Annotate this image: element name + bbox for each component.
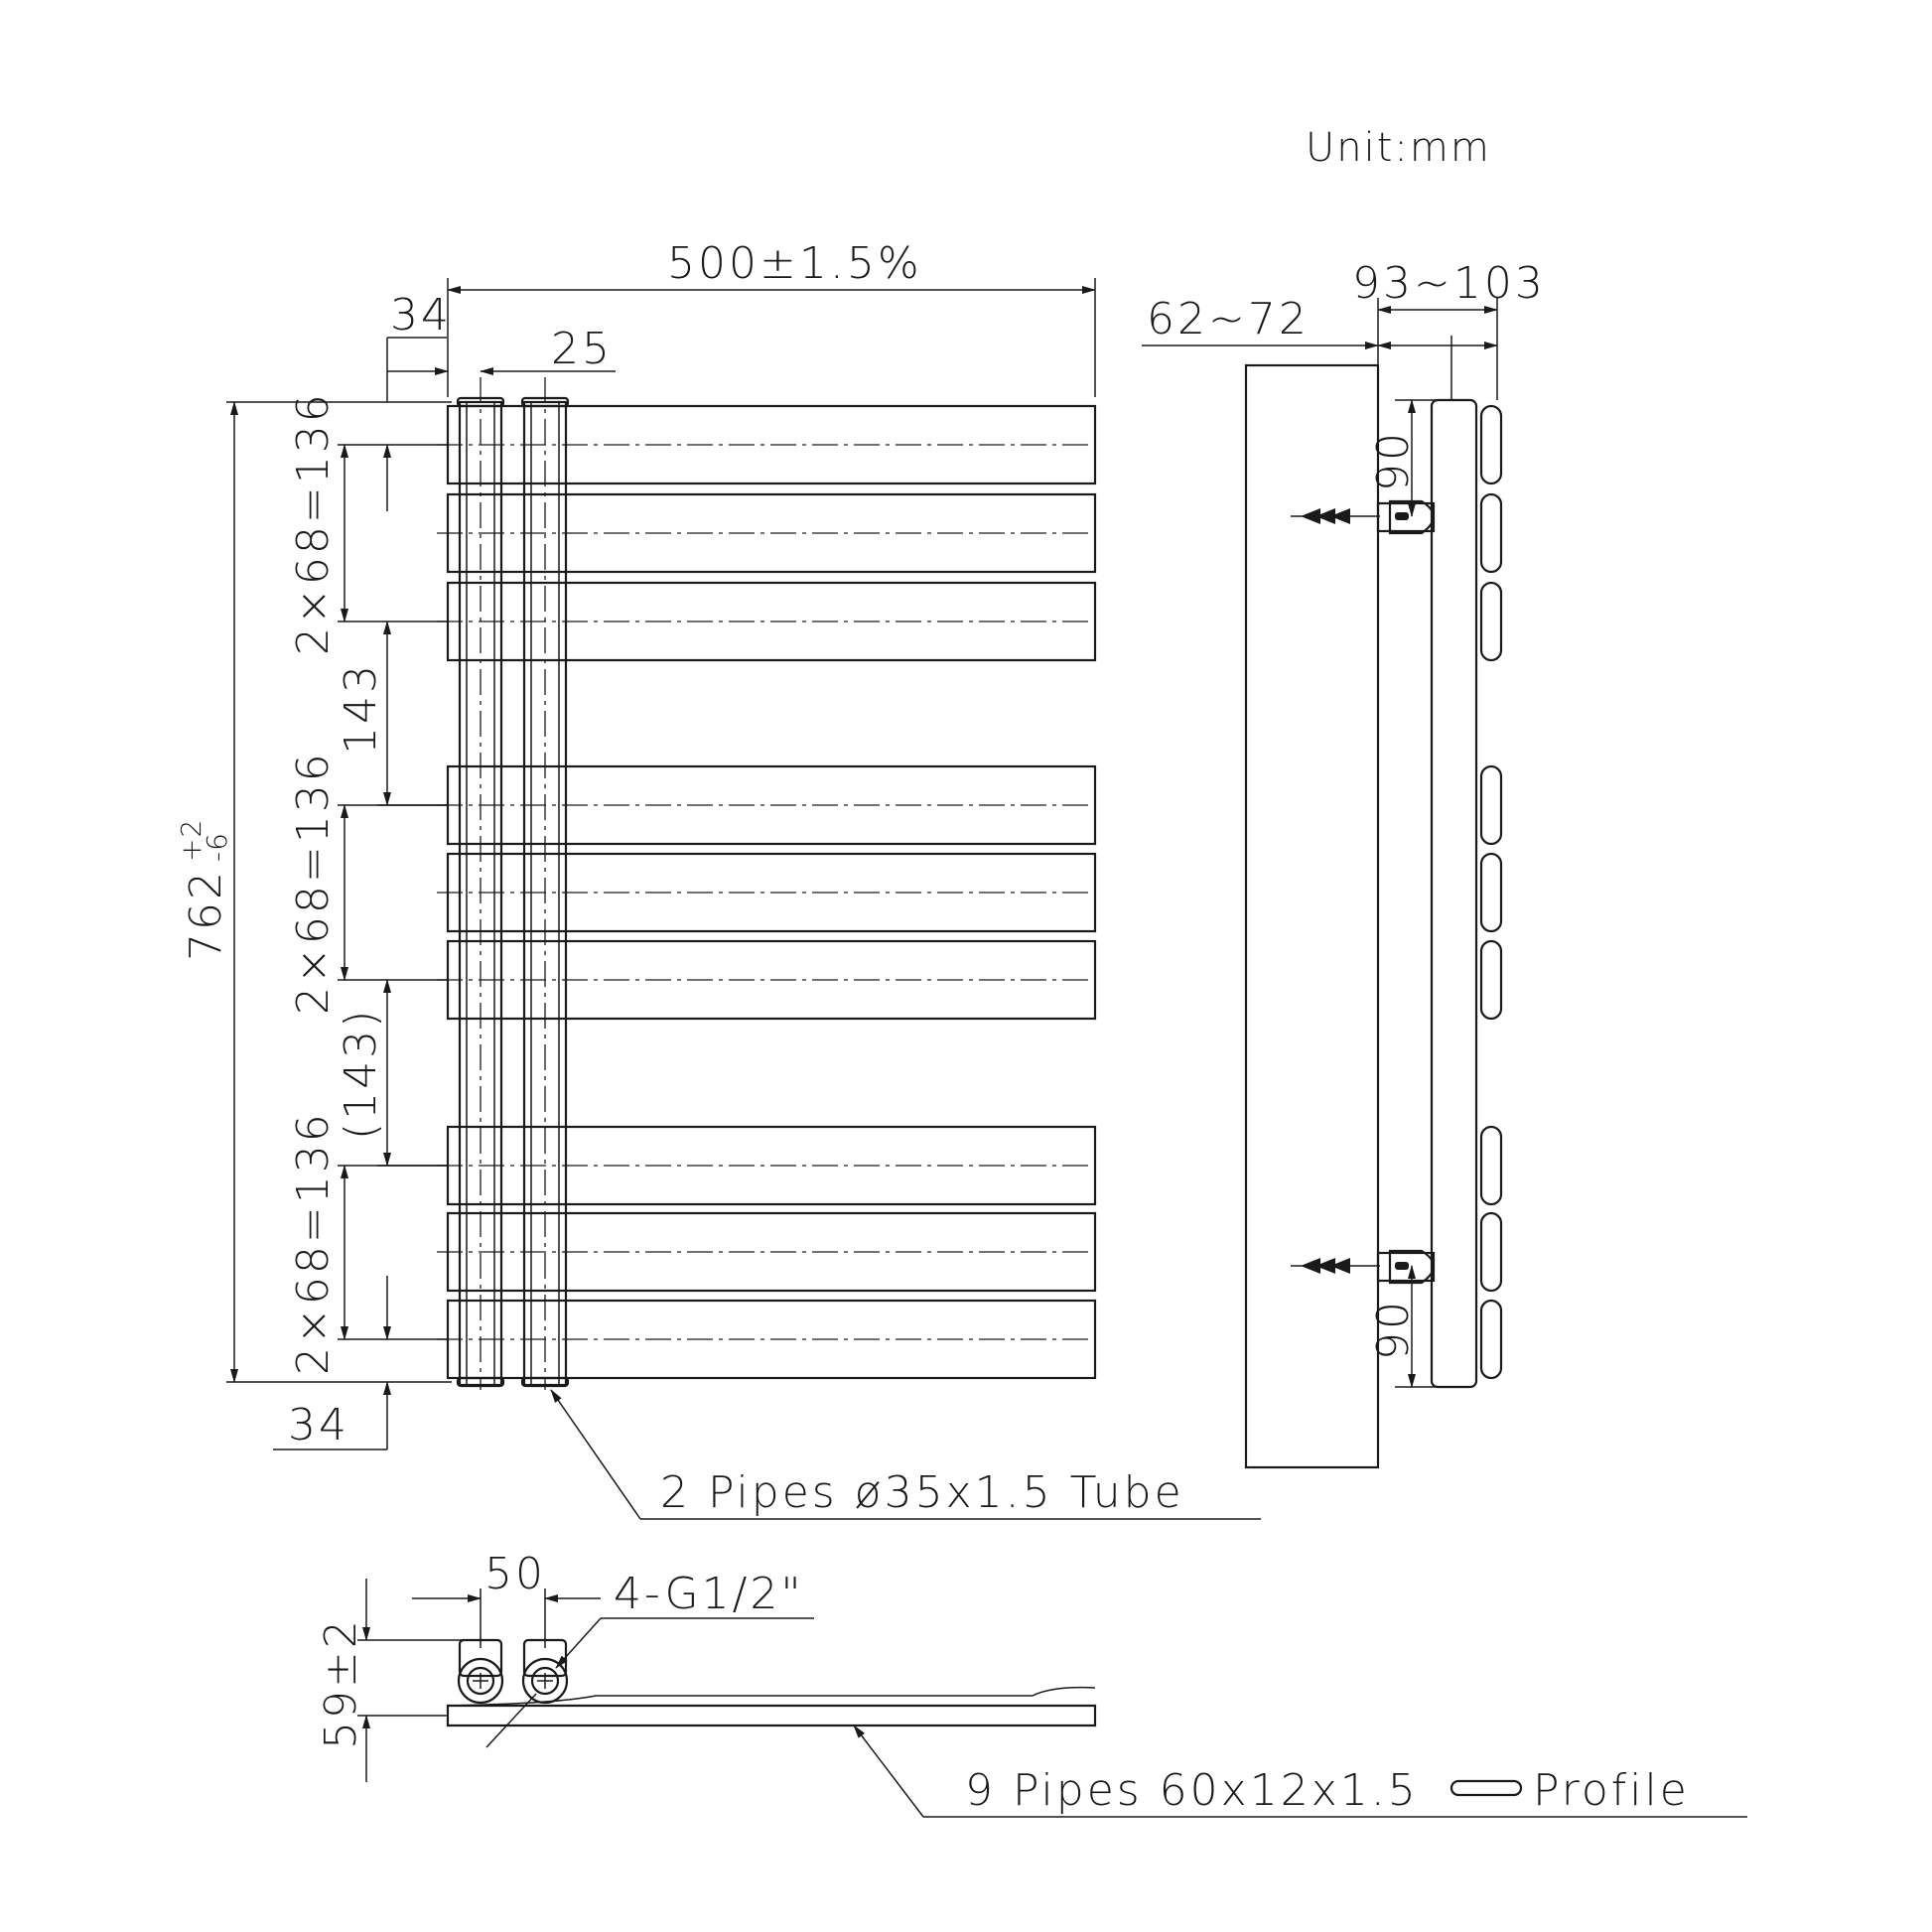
dim-height-tol-plus: +2 [175,819,207,862]
label-connections: 4-G1/2" [614,1569,804,1619]
top-view [446,1638,1097,1727]
side-view [1244,363,1503,1469]
vertical-pipes [458,400,568,1387]
dim-wall-gap: 62~72 [1147,294,1310,345]
dim-valve-spacing: 50 [484,1549,546,1599]
label-vertical-pipes: 2 Pipes ø35x1.5 Tube [660,1467,1184,1518]
dim-pipe-offset: 25 [551,324,613,374]
bracket-bottom [1291,1249,1436,1285]
front-view [437,377,1097,1390]
bar-profiles [1479,404,1503,1380]
valve-right [521,1638,569,1705]
wall [1244,363,1380,1469]
dim-group-3: 2×68=136 [288,1111,339,1375]
top-dimensions: 50 4-G1/2" 59±2 9 Pipes 60x12x1.5 Profil… [316,1549,1747,1818]
front-dimensions: 500±1.5% 34 25 762 +2 -6 2×68=136 143 2×… [175,238,1261,1520]
dim-group-2: 2×68=136 [288,751,339,1015]
bar-centerlines [437,444,1092,1340]
dim-height: 762 [181,869,231,961]
dim-bracket-top: 90 [1368,430,1419,491]
dim-total-depth: 93~103 [1352,258,1546,309]
dim-height-tol-minus: -6 [201,832,233,862]
dim-bracket-bottom: 90 [1368,1299,1419,1360]
valve-left [457,1638,504,1705]
dim-width: 500±1.5% [667,238,922,289]
dim-valve-depth: 59±2 [316,1617,366,1749]
dim-gap-2: (143) [336,1008,386,1140]
bracket-top [1291,499,1436,535]
label-horizontal-pipes: 9 Pipes 60x12x1.5 [965,1765,1419,1816]
dim-gap-1: 143 [336,662,386,755]
label-profile: Profile [1533,1765,1690,1816]
side-dimensions: 62~72 93~103 90 90 [1142,258,1546,1388]
dim-bottom-offset: 34 [288,1400,349,1450]
unit-label: Unit:mm [1306,125,1491,171]
profile-icon [1449,1779,1523,1797]
radiator-side [1430,398,1478,1389]
dim-left-offset: 34 [390,290,452,341]
dim-group-1: 2×68=136 [288,391,339,655]
